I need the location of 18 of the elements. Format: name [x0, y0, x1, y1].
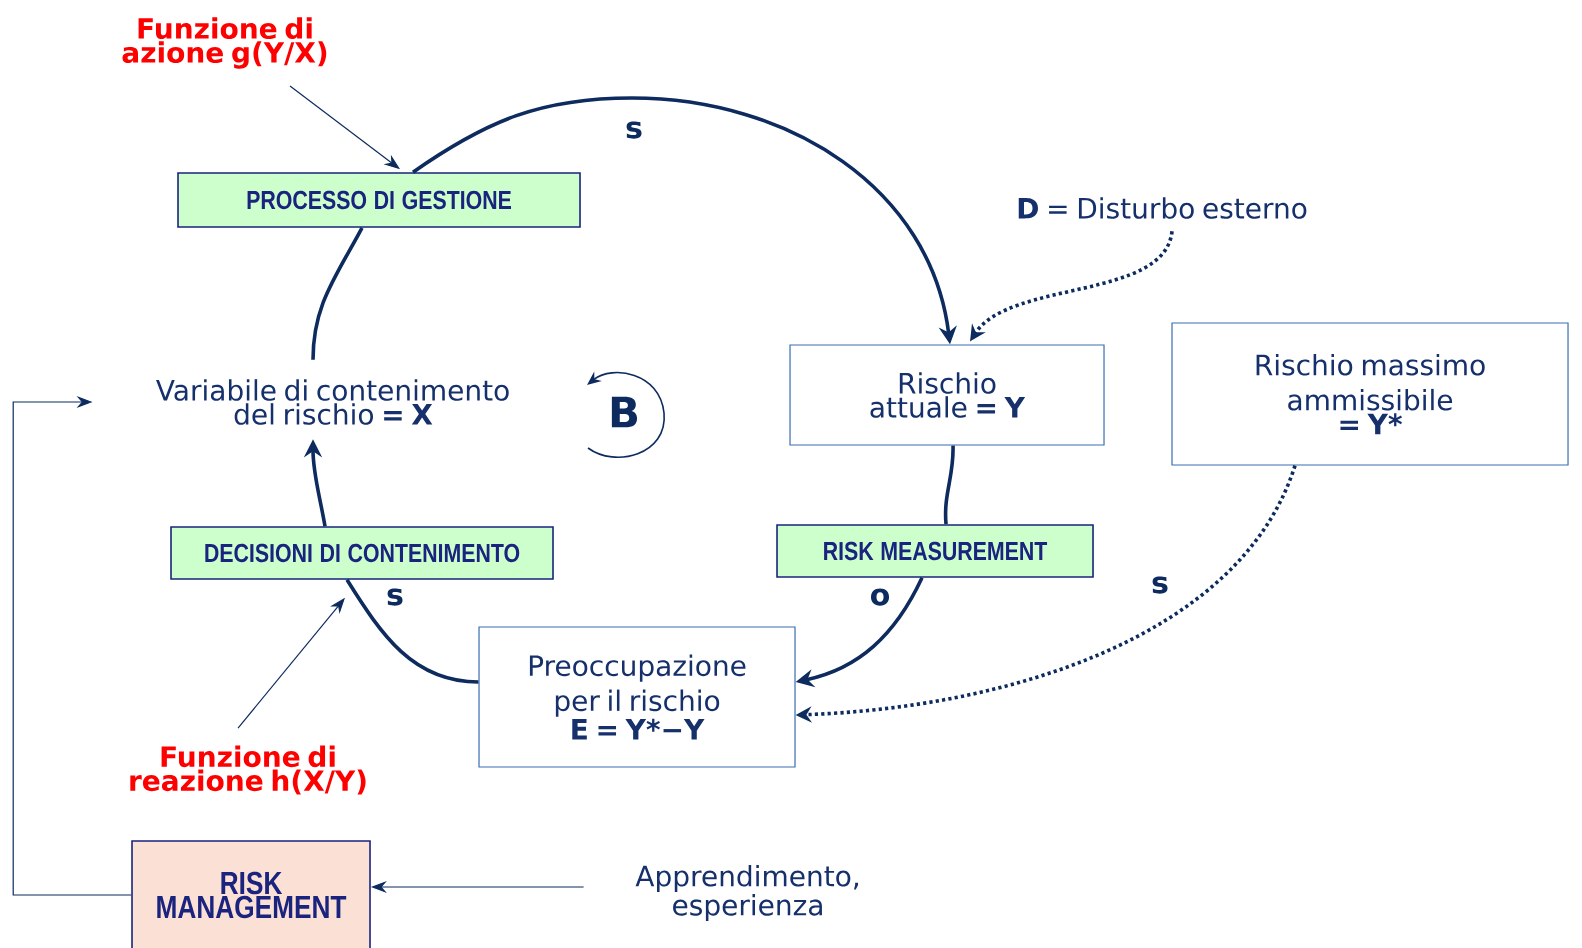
variable-text: Variabile di contenimento del rischio = X [156, 379, 509, 425]
edge-label: s [384, 586, 406, 608]
process-box: DECISIONI DI CONTENIMENTO [170, 526, 554, 580]
management-box: RISK MANAGEMENT [131, 840, 371, 948]
annotation-text: Funzione di reazione h(X/Y) [130, 745, 366, 795]
note-text: D = Disturbo esterno [1018, 197, 1307, 219]
edge-label: o [867, 586, 893, 608]
variable-box: Rischio attuale = Y [789, 344, 1105, 446]
arrow [12, 395, 132, 896]
process-box: PROCESSO DI GESTIONE [177, 172, 581, 228]
loop-label: B [611, 396, 638, 428]
variable-box: Rischio massimo ammissibile = Y* [1171, 322, 1569, 466]
edge-label: s [623, 119, 645, 141]
note-text: Apprendimento, esperienza [635, 864, 859, 922]
annotation-text: Funzione di azione g(Y/X) [122, 17, 327, 69]
variable-box: Preoccupazione per il rischio E = Y*−Y [478, 626, 796, 768]
process-box: RISK MEASUREMENT [776, 524, 1094, 578]
edge-label: s [1149, 574, 1171, 596]
